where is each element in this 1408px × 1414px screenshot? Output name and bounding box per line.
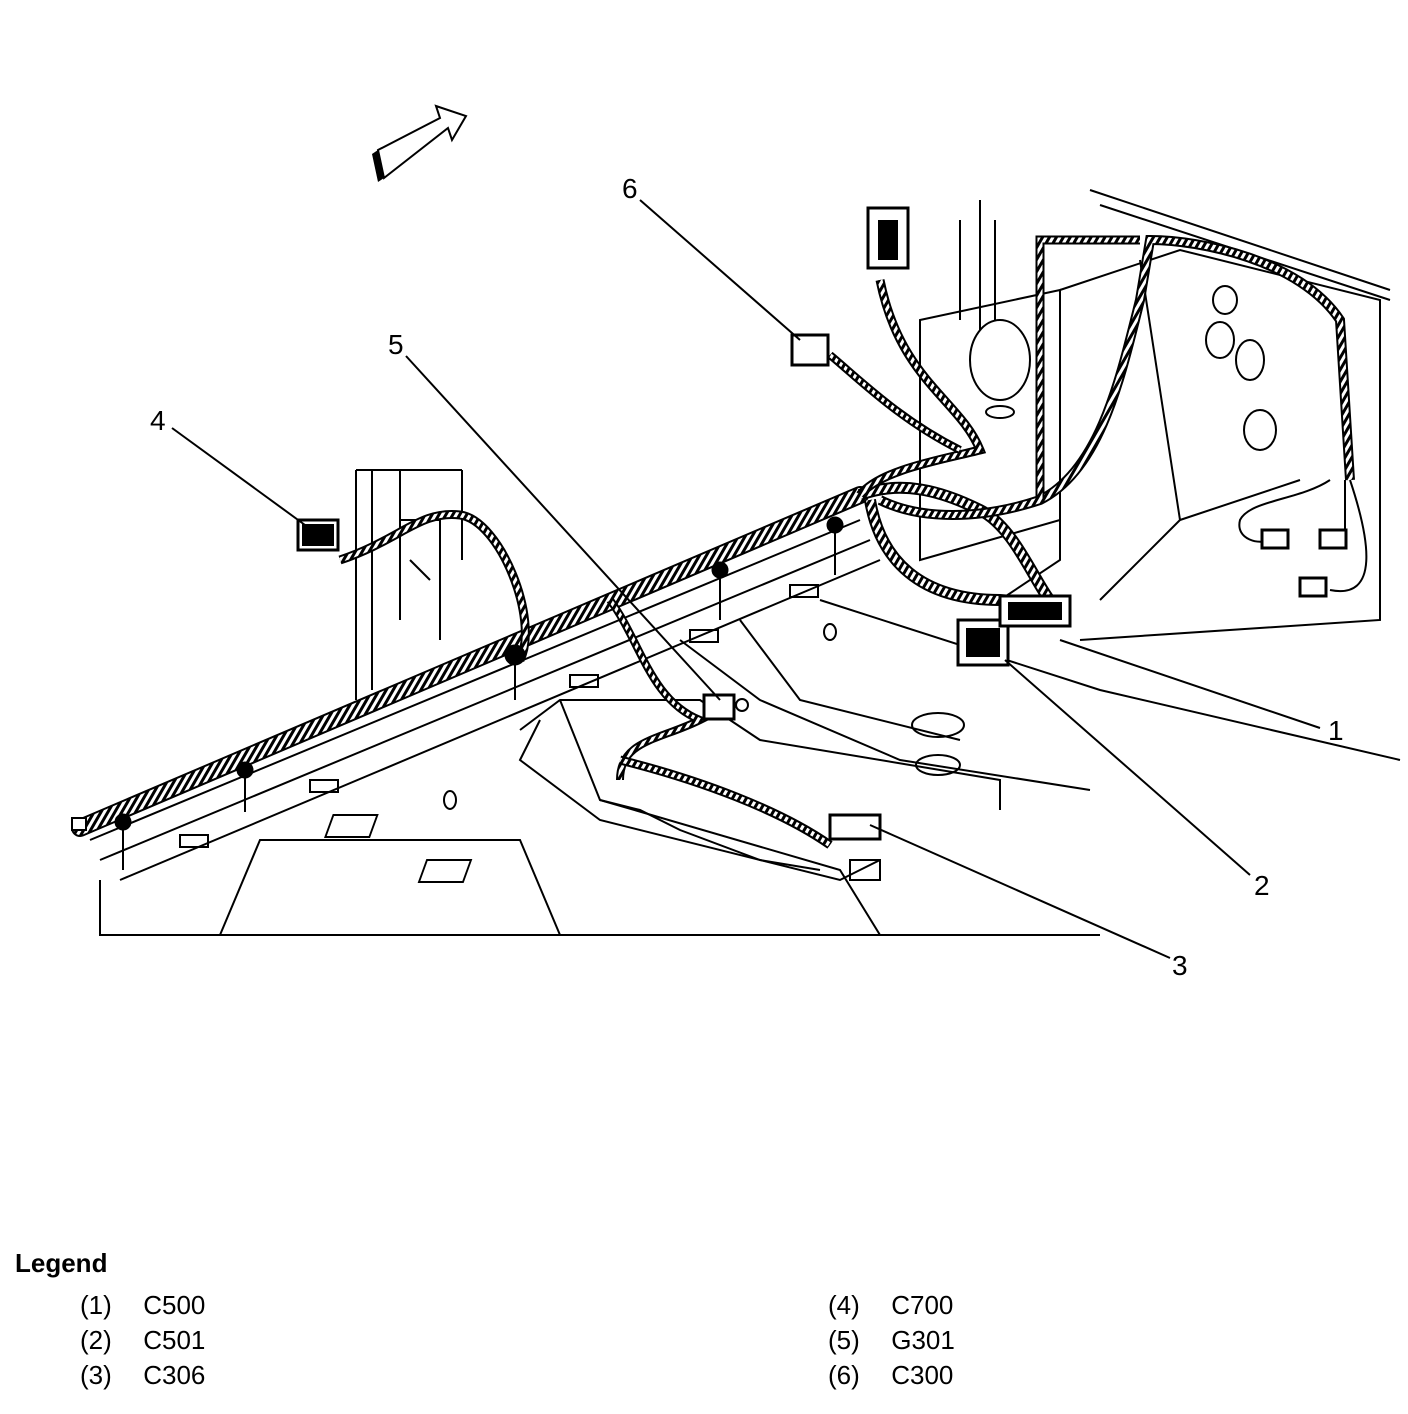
legend-item-number: (3) xyxy=(80,1360,112,1390)
legend-item: (6) C300 xyxy=(828,1360,955,1395)
connector-c501-icon xyxy=(956,618,1010,667)
legend-item-number: (2) xyxy=(80,1325,112,1355)
branch-harnesses xyxy=(338,234,1368,849)
legend-item-number: (4) xyxy=(828,1290,860,1320)
legend-item-code: C306 xyxy=(143,1360,206,1390)
connector-c306-icon xyxy=(828,813,882,841)
legend-item: (4) C700 xyxy=(828,1290,955,1325)
legend-item-code: C501 xyxy=(143,1325,206,1355)
callout-1: 1 xyxy=(1328,715,1344,746)
legend: Legend (1) C500 (2) C501 (3) C306 (4) C7… xyxy=(0,1240,1408,1414)
harness-retainers xyxy=(114,516,844,870)
floor-pan-structure xyxy=(89,189,1401,936)
connector-rear-pigtail-icons xyxy=(1260,528,1348,598)
callout-5: 5 xyxy=(388,329,404,360)
legend-title: Legend xyxy=(15,1248,108,1278)
legend-column-right: (4) C700 (5) G301 (6) C300 xyxy=(828,1290,955,1395)
legend-item-number: (5) xyxy=(828,1325,860,1355)
callout-2: 2 xyxy=(1254,870,1270,901)
legend-item: (3) C306 xyxy=(80,1360,205,1395)
callout-4: 4 xyxy=(150,405,166,436)
legend-item-code: C700 xyxy=(891,1290,954,1320)
legend-item-code: G301 xyxy=(891,1325,955,1355)
main-wiring-harness xyxy=(71,486,869,837)
legend-item: (5) G301 xyxy=(828,1325,955,1360)
connector-c300-icon xyxy=(790,333,830,367)
legend-item-number: (6) xyxy=(828,1360,860,1390)
legend-column-left: (1) C500 (2) C501 (3) C306 xyxy=(80,1290,205,1395)
legend-item: (2) C501 xyxy=(80,1325,205,1360)
front-direction-arrow-icon xyxy=(372,104,468,182)
wiring-harness-diagram: 1 2 3 4 5 6 xyxy=(71,104,1401,981)
ground-g301-icon xyxy=(702,693,749,721)
connector-c700-icon xyxy=(296,518,340,552)
callout-leader-lines xyxy=(171,199,1321,959)
legend-item-code: C500 xyxy=(143,1290,206,1320)
connector-rear-upper-icon xyxy=(866,206,910,270)
legend-item-number: (1) xyxy=(80,1290,112,1320)
legend-item-code: C300 xyxy=(891,1360,954,1390)
callout-3: 3 xyxy=(1172,950,1188,981)
callout-6: 6 xyxy=(622,173,638,204)
connector-c500-icon xyxy=(998,594,1072,628)
legend-item: (1) C500 xyxy=(80,1290,205,1325)
